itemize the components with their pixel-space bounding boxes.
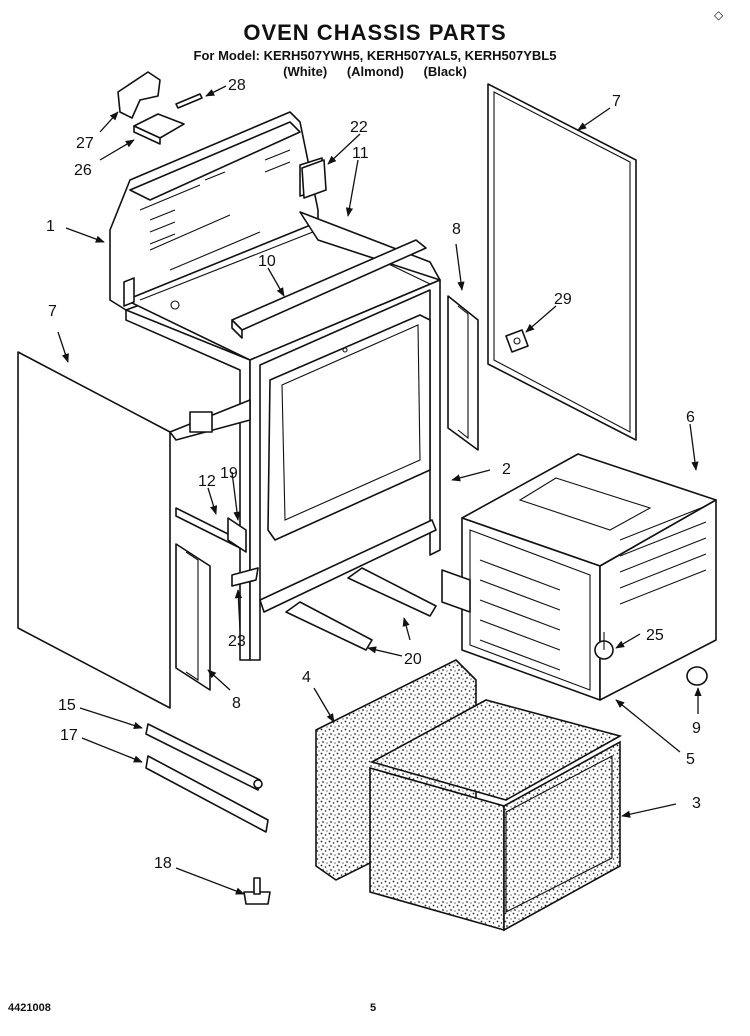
- callout-20: 20: [404, 651, 422, 668]
- finish-list: (White) (Almond) (Black): [0, 64, 750, 79]
- finish-black: (Black): [423, 64, 467, 79]
- part-18-leveling-leg: [243, 877, 271, 905]
- callout-2: 2: [502, 461, 511, 478]
- callout-12: 12: [198, 473, 216, 490]
- part-22-hinge: [301, 159, 327, 199]
- finish-almond: (Almond): [346, 64, 404, 79]
- part-20-rails: [285, 567, 437, 651]
- callout-28: 28: [228, 77, 246, 94]
- callout-7-right: 7: [612, 93, 621, 110]
- callout-8-right: 8: [452, 221, 461, 238]
- callout-labels: 1 2 3 4 5 6 7 7 8 8 9 10 11 12 15 17 18 …: [46, 77, 701, 872]
- callout-18: 18: [154, 855, 172, 872]
- part-15-rail: [145, 723, 263, 791]
- part-17-rail: [145, 755, 269, 833]
- part-9-cap: [686, 666, 708, 686]
- part-28-strip: [175, 93, 203, 109]
- callout-5: 5: [686, 751, 695, 768]
- callout-26: 26: [74, 162, 92, 179]
- callout-27: 27: [76, 135, 94, 152]
- corner-mark: ◇: [714, 8, 724, 22]
- callout-15: 15: [58, 697, 76, 714]
- leader-lines: [57, 85, 702, 895]
- model-list: For Model: KERH507YWH5, KERH507YAL5, KER…: [193, 48, 557, 63]
- callout-4: 4: [302, 669, 311, 686]
- callout-6: 6: [686, 409, 695, 426]
- callout-19: 19: [220, 465, 238, 482]
- part-23-clip: [231, 567, 259, 587]
- part-19-bracket: [227, 517, 247, 553]
- part-7-left-side-panel: [17, 351, 251, 709]
- part-3-insulation-box: [369, 699, 623, 932]
- part-7-right-side-panel: [487, 83, 637, 441]
- callout-11: 11: [352, 145, 369, 162]
- part-26-pad: [133, 113, 185, 145]
- callout-7-left: 7: [48, 303, 57, 320]
- diagram-title: OVEN CHASSIS PARTS: [243, 20, 507, 45]
- callout-10: 10: [258, 253, 276, 270]
- finish-white: (White): [283, 64, 328, 79]
- callout-23: 23: [228, 633, 246, 650]
- callout-22: 22: [350, 119, 368, 136]
- part-29-fastener: [505, 329, 529, 353]
- part-8-right-bracket: [447, 295, 479, 451]
- callout-1: 1: [46, 218, 55, 235]
- callout-25: 25: [646, 627, 664, 644]
- callout-29: 29: [554, 291, 572, 308]
- callout-3: 3: [692, 795, 701, 812]
- part-27-clip: [117, 71, 161, 119]
- callout-9: 9: [692, 720, 701, 737]
- part-11-top-rail: [299, 211, 441, 281]
- callout-8-left: 8: [232, 695, 241, 712]
- callout-17: 17: [60, 727, 78, 744]
- part-1-chassis-frame: [109, 111, 441, 661]
- part-10-crossbar: [231, 239, 427, 339]
- part-6-oven-cavity: [441, 453, 717, 701]
- document-code: 4421008: [8, 1002, 51, 1014]
- page-number: 5: [370, 1002, 377, 1014]
- part-8-left-bracket: [175, 543, 211, 691]
